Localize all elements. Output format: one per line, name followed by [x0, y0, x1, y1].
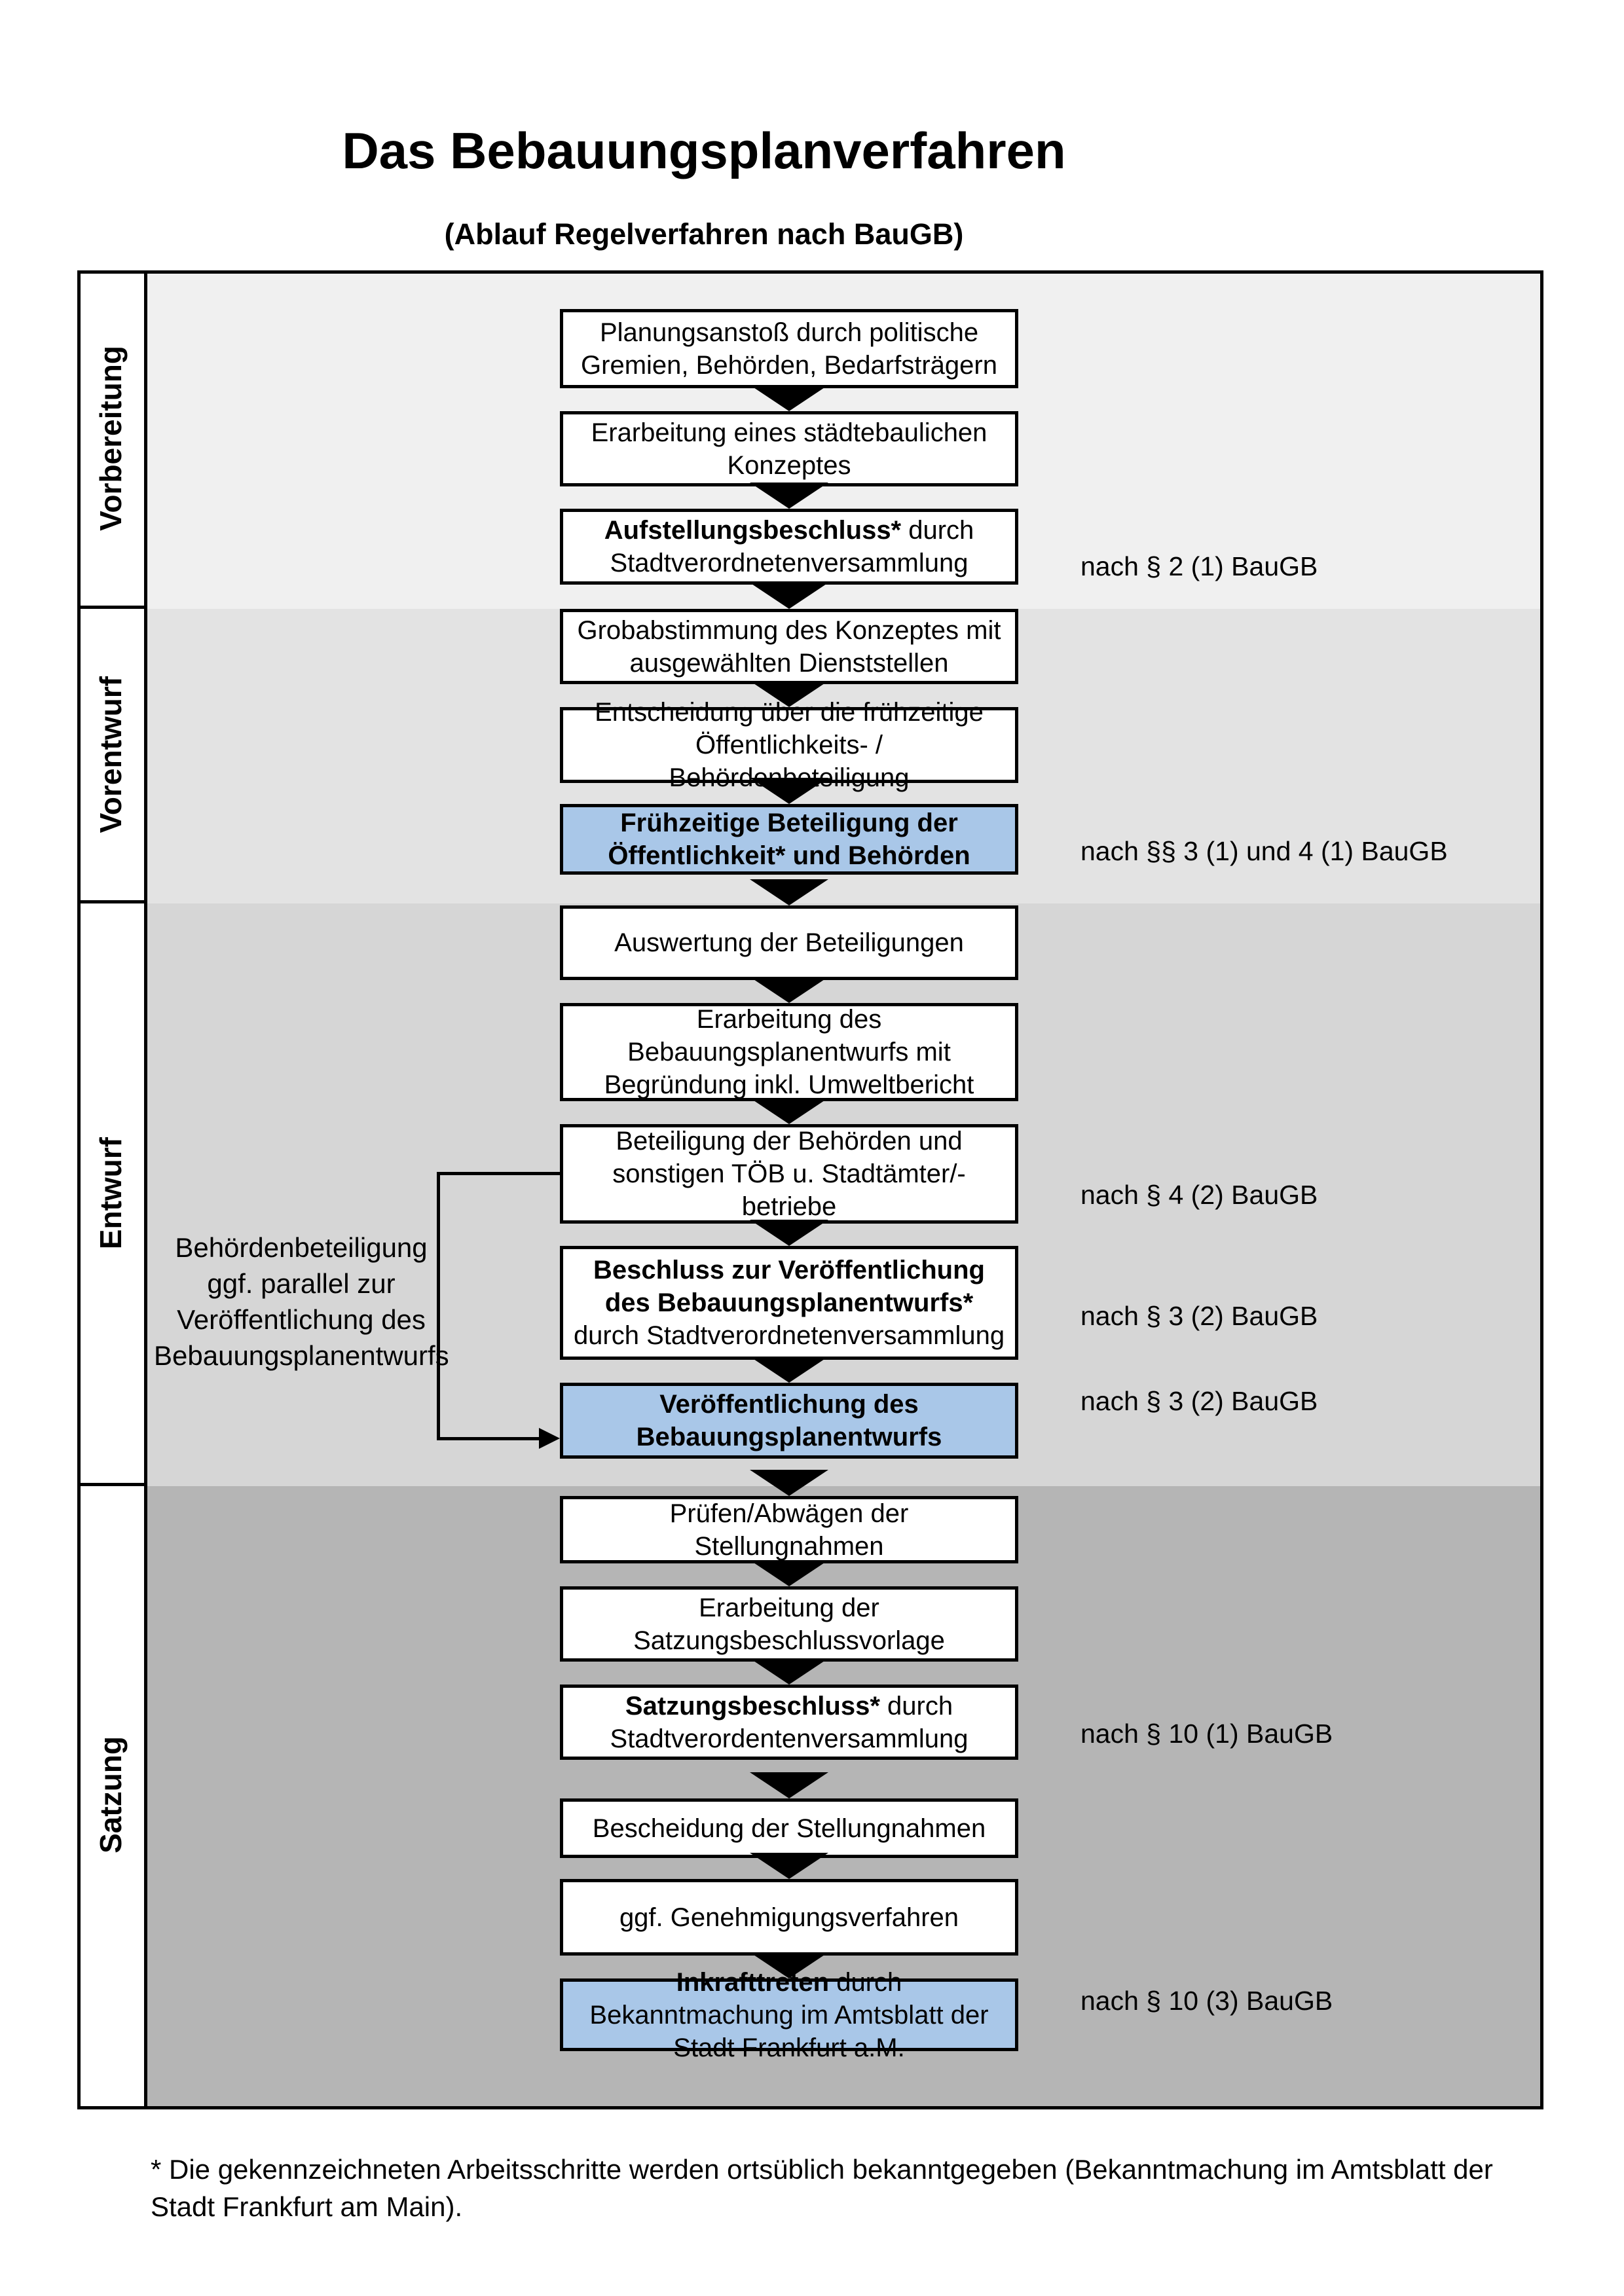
- step-label: Satzungsbeschluss* durch Stadtverordente…: [610, 1691, 969, 1753]
- step-label: Auswertung der Beteiligungen: [614, 928, 964, 957]
- arrow-down-icon: [750, 1952, 828, 1978]
- step-fruehzeitige-beteiligung: Frühzeitige Beteiligung der Öffentlichke…: [560, 804, 1018, 875]
- step-beschlussvorlage: Erarbeitung der Satzungsbeschlussvorlage: [560, 1586, 1018, 1662]
- step-konzept-erarbeitung: Erarbeitung eines städtebaulichen Konzep…: [560, 411, 1018, 486]
- step-label: Bescheidung der Stellungnahmen: [592, 1813, 986, 1843]
- step-label: Grobabstimmung des Konzeptes mit ausgewä…: [577, 615, 1001, 678]
- arrow-down-icon: [750, 778, 828, 804]
- connector-arrow-right-icon: [539, 1428, 560, 1449]
- arrow-down-icon: [750, 483, 828, 509]
- step-label: Planungsanstoß durch politische Gremien,…: [581, 318, 997, 380]
- step-auswertung: Auswertung der Beteiligungen: [560, 905, 1018, 980]
- legal-reference: nach §§ 3 (1) und 4 (1) BauGB: [1080, 836, 1448, 866]
- step-label: Entscheidung über die frühzeitige Öffent…: [595, 698, 984, 792]
- step-veroeffentlichungsbeschluss: Beschluss zur Veröffentlichung des Bebau…: [560, 1246, 1018, 1360]
- step-satzungsbeschluss: Satzungsbeschluss* durch Stadtverordente…: [560, 1685, 1018, 1760]
- step-inkrafttreten: Inkrafttreten durch Bekanntmachung im Am…: [560, 1968, 1018, 2062]
- step-label: Frühzeitige Beteiligung der Öffentlichke…: [608, 809, 970, 870]
- step-pruefen-abwaegen: Prüfen/Abwägen der Stellungnahmen: [560, 1496, 1018, 1563]
- step-label: Erarbeitung eines städtebaulichen Konzep…: [591, 418, 987, 480]
- step-label: Aufstellungsbeschluss* durch Stadtverord…: [604, 516, 974, 577]
- arrow-down-icon: [750, 385, 828, 411]
- arrow-down-icon: [750, 583, 828, 609]
- connector-line: [437, 1172, 440, 1440]
- arrow-down-icon: [750, 681, 828, 707]
- step-planungsanstoss: Planungsanstoß durch politische Gremien,…: [560, 309, 1018, 388]
- subtitle-text: (Ablauf Regelverfahren nach BauGB): [444, 217, 964, 251]
- arrow-down-icon: [750, 1853, 828, 1879]
- step-veroeffentlichung: Veröffentlichung des Bebauungsplanentwur…: [560, 1383, 1018, 1459]
- page-title: Das Bebauungsplanverfahren: [0, 121, 1408, 181]
- step-label: Veröffentlichung des Bebauungsplanentwur…: [636, 1390, 942, 1451]
- legal-reference: nach § 3 (2) BauGB: [1080, 1301, 1318, 1331]
- step-label: Beschluss zur Veröffentlichung des Bebau…: [573, 1256, 1005, 1350]
- step-label: Inkrafttreten durch Bekanntmachung im Am…: [589, 1967, 989, 2062]
- legal-reference: nach § 2 (1) BauGB: [1080, 551, 1318, 581]
- step-toeb-beteiligung: Beteiligung der Behörden und sonstigen T…: [560, 1124, 1018, 1224]
- step-label: Erarbeitung der Satzungsbeschlussvorlage: [633, 1593, 945, 1655]
- step-aufstellungsbeschluss: Aufstellungsbeschluss* durch Stadtverord…: [560, 509, 1018, 585]
- arrow-down-icon: [750, 1560, 828, 1586]
- arrow-down-icon: [750, 977, 828, 1003]
- legal-reference: nach § 3 (2) BauGB: [1080, 1386, 1318, 1416]
- arrow-down-icon: [750, 1098, 828, 1124]
- page-subtitle: (Ablauf Regelverfahren nach BauGB): [0, 217, 1408, 251]
- phase-cell-vorentwurf: Vorentwurf: [77, 609, 144, 903]
- connector-line: [437, 1172, 560, 1175]
- step-genehmigungsverfahren: ggf. Genehmigungsverfahren: [560, 1879, 1018, 1956]
- diagram-frame: [77, 270, 1543, 2109]
- phase-cell-vorbereitung: Vorbereitung: [77, 270, 144, 609]
- arrow-down-icon: [750, 1772, 828, 1798]
- step-entwurf-erarbeitung: Erarbeitung des Bebauungsplanentwurfs mi…: [560, 1003, 1018, 1101]
- connector-line: [437, 1437, 542, 1440]
- parallel-process-note: Behördenbeteiligung ggf. parallel zur Ve…: [154, 1232, 449, 1371]
- title-text: Das Bebauungsplanverfahren: [342, 122, 1066, 179]
- footnote: * Die gekennzeichneten Arbeitsschritte w…: [151, 2154, 1493, 2222]
- step-entscheidung-beteiligung: Entscheidung über die frühzeitige Öffent…: [560, 698, 1018, 792]
- step-label: Beteiligung der Behörden und sonstigen T…: [612, 1127, 966, 1221]
- step-grobabstimmung: Grobabstimmung des Konzeptes mit ausgewä…: [560, 609, 1018, 684]
- phase-label-column: Vorbereitung Vorentwurf Entwurf Satzung: [77, 270, 147, 2109]
- arrow-down-icon: [750, 1470, 828, 1496]
- step-label: Erarbeitung des Bebauungsplanentwurfs mi…: [604, 1005, 974, 1099]
- phase-cell-entwurf: Entwurf: [77, 903, 144, 1486]
- legal-reference: nach § 10 (1) BauGB: [1080, 1719, 1333, 1749]
- step-label: ggf. Genehmigungsverfahren: [619, 1903, 959, 1932]
- legal-reference: nach § 10 (3) BauGB: [1080, 1986, 1333, 2016]
- arrow-down-icon: [750, 879, 828, 905]
- arrow-down-icon: [750, 1357, 828, 1383]
- arrow-down-icon: [750, 1220, 828, 1246]
- step-bescheidung: Bescheidung der Stellungnahmen: [560, 1798, 1018, 1858]
- legal-reference: nach § 4 (2) BauGB: [1080, 1180, 1318, 1210]
- arrow-down-icon: [750, 1658, 828, 1685]
- step-label: Prüfen/Abwägen der Stellungnahmen: [669, 1499, 909, 1561]
